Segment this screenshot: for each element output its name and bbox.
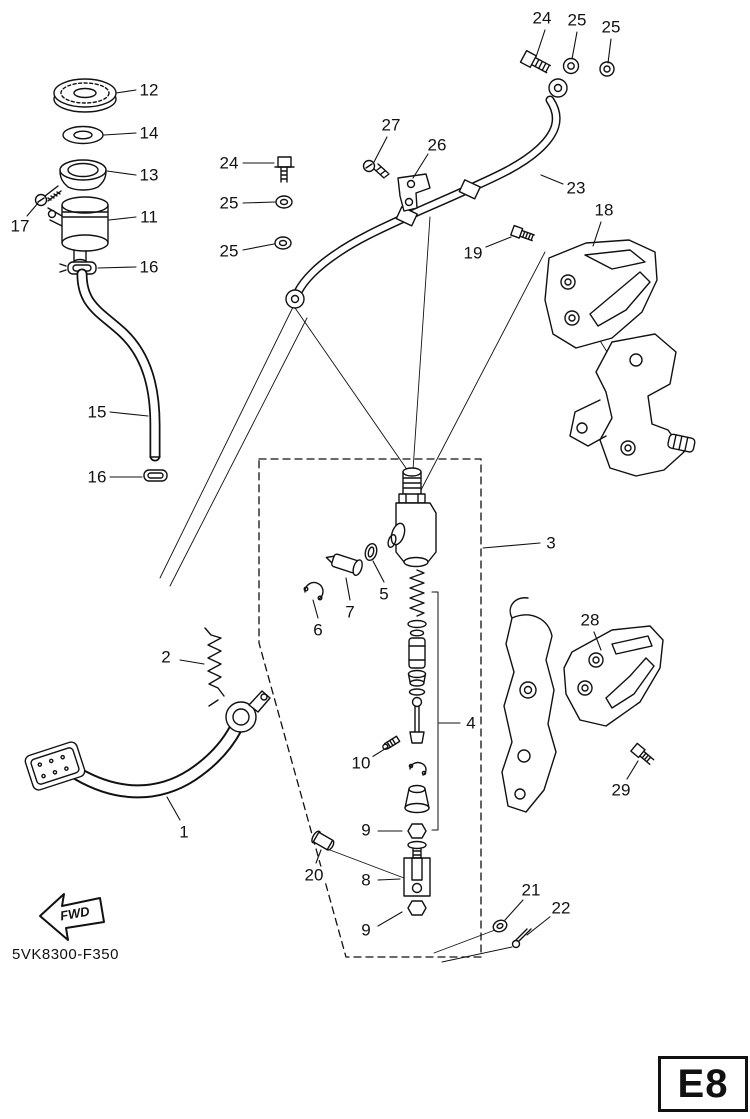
callout-25: 25 [565,10,589,30]
part-hose-guard [544,239,658,349]
callout-25: 25 [217,193,241,213]
part-washer-21 [492,919,508,933]
part-oring-5 [364,542,378,562]
part-brake-hose [285,78,568,309]
part-reservoir [47,196,109,268]
callout-7: 7 [343,602,357,622]
part-frame-bracket [501,597,557,813]
callout-18: 18 [592,200,616,220]
callout-23: 23 [564,178,588,198]
callout-1: 1 [177,822,191,842]
callout-16: 16 [137,257,161,277]
page-code-box: E8 [658,1056,748,1112]
part-pin-10 [382,735,401,750]
callout-9: 9 [359,820,373,840]
callout-10: 10 [349,753,373,773]
callout-20: 20 [302,865,326,885]
part-diaphragm [59,159,107,191]
callout-29: 29 [609,780,633,800]
part-washer-mid-2 [274,236,292,250]
callout-15: 15 [85,402,109,422]
part-washer-mid-1 [275,195,293,209]
part-cotter-pin-22 [511,928,532,949]
page-code: E8 [677,1061,729,1106]
callout-19: 19 [461,243,485,263]
part-brake-pedal [24,690,271,799]
part-hose-clamp-lower [143,469,168,482]
part-return-spring [204,627,225,697]
callout-11: 11 [138,207,160,227]
callout-9: 9 [359,920,373,940]
callout-2: 2 [159,647,173,667]
part-screw-17 [34,185,62,207]
callout-8: 8 [359,870,373,890]
part-master-cylinder [387,467,437,568]
leader-lines [26,29,639,936]
part-reservoir-cap [53,78,117,113]
callout-24: 24 [530,8,554,28]
part-heel-guard [563,625,664,727]
callout-27: 27 [379,115,403,135]
callout-6: 6 [311,620,325,640]
part-clevis-8 [403,847,431,897]
callout-12: 12 [137,80,161,100]
part-clevis-pin-20 [311,830,335,851]
part-union-bolt-top [519,49,552,74]
part-nut-bottom [407,900,427,916]
callout-5: 5 [377,584,391,604]
part-piston-kit [404,569,439,831]
callout-24: 24 [217,153,241,173]
part-connector-7 [325,553,363,577]
part-bolt-29 [630,742,655,765]
part-bracket-26 [397,173,431,212]
part-footrest-bracket [569,333,696,477]
part-washer-top-1 [562,57,580,75]
callout-28: 28 [578,610,602,630]
callout-26: 26 [425,135,449,155]
assembly-boundary [258,458,482,958]
part-diaphragm-plate [62,125,104,145]
callout-16: 16 [85,467,109,487]
callout-13: 13 [137,165,161,185]
callout-25: 25 [599,17,623,37]
part-nut-top [407,823,427,850]
part-bolt-24 [274,156,295,183]
part-washer-top-2 [599,61,615,77]
callout-3: 3 [544,533,558,553]
callout-4: 4 [464,713,478,733]
callout-22: 22 [549,898,573,918]
callout-25: 25 [217,241,241,261]
drawing-code: 5VK8300-F350 [12,946,119,963]
part-screw-27 [362,159,390,179]
part-bolt-19 [510,224,535,242]
callout-21: 21 [519,880,543,900]
callout-17: 17 [8,216,32,236]
part-circlip-6 [303,581,324,601]
callout-14: 14 [137,123,161,143]
part-hose [76,268,161,462]
fwd-arrow [39,893,105,941]
